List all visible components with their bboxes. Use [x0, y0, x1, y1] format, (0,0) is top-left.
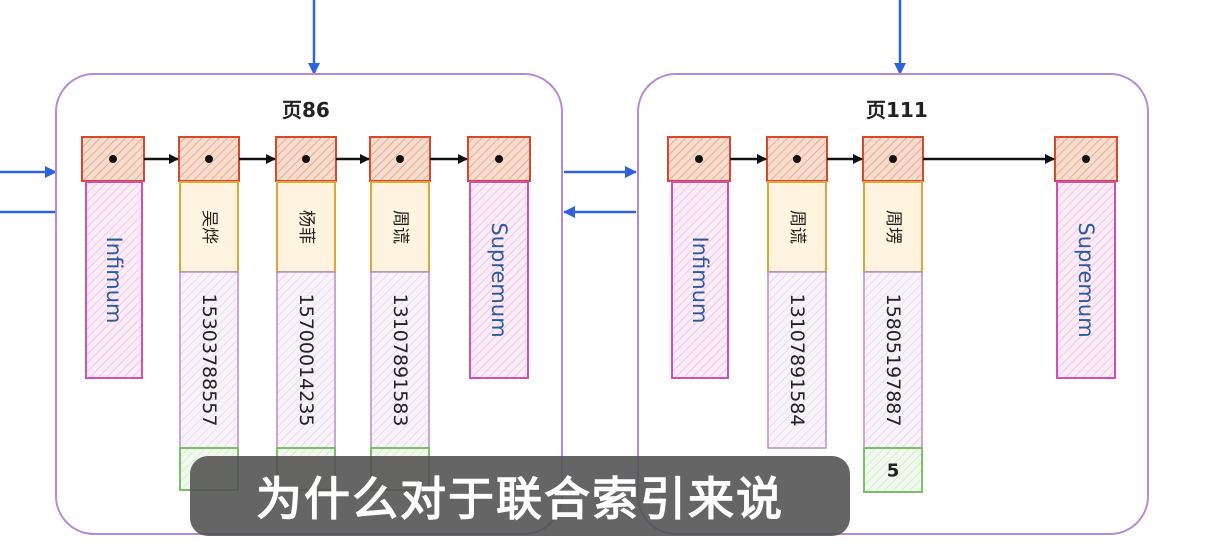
phone-value: 15805197887: [882, 294, 904, 427]
name-value: 杨菲: [296, 210, 316, 244]
infimum-label: Infimum: [102, 237, 126, 324]
caption-text: 为什么对于联合索引来说: [256, 472, 784, 526]
name-cell: [370, 181, 430, 273]
name-cell: [276, 181, 336, 273]
phone-value: 13107891583: [389, 294, 411, 427]
phone-cell: [370, 271, 430, 449]
page111-title: 页111: [866, 98, 928, 122]
name-value: 吴烨: [199, 210, 219, 244]
phone-cell: [179, 271, 239, 449]
id-value: 5: [887, 461, 900, 482]
name-cell: [863, 181, 923, 273]
infimum-record: [671, 181, 729, 379]
phone-value: 15700014235: [295, 294, 317, 427]
name-cell: [179, 181, 239, 273]
infimum-record: [85, 181, 143, 379]
infimum-header: [667, 136, 731, 182]
supremum-label: Supremum: [1074, 222, 1098, 337]
phone-cell: [276, 271, 336, 449]
supremum-record: [469, 181, 529, 379]
name-value: 周谎: [787, 210, 807, 244]
page86-title: 页86: [282, 98, 330, 122]
phone-value: 15303788557: [198, 294, 220, 427]
phone-cell: [863, 271, 923, 449]
supremum-header: [467, 136, 531, 182]
infimum-label: Infimum: [688, 237, 712, 324]
name-value: 周塄: [883, 210, 903, 244]
id-cell: [863, 447, 923, 493]
phone-value: 13107891584: [786, 294, 808, 427]
name-cell: [767, 181, 827, 273]
subtitle-caption: 为什么对于联合索引来说: [190, 456, 850, 536]
supremum-label: Supremum: [487, 222, 511, 337]
supremum-record: [1056, 181, 1116, 379]
page111-container: [637, 73, 1149, 535]
name-value: 周谎: [390, 210, 410, 244]
phone-cell: [767, 271, 827, 449]
